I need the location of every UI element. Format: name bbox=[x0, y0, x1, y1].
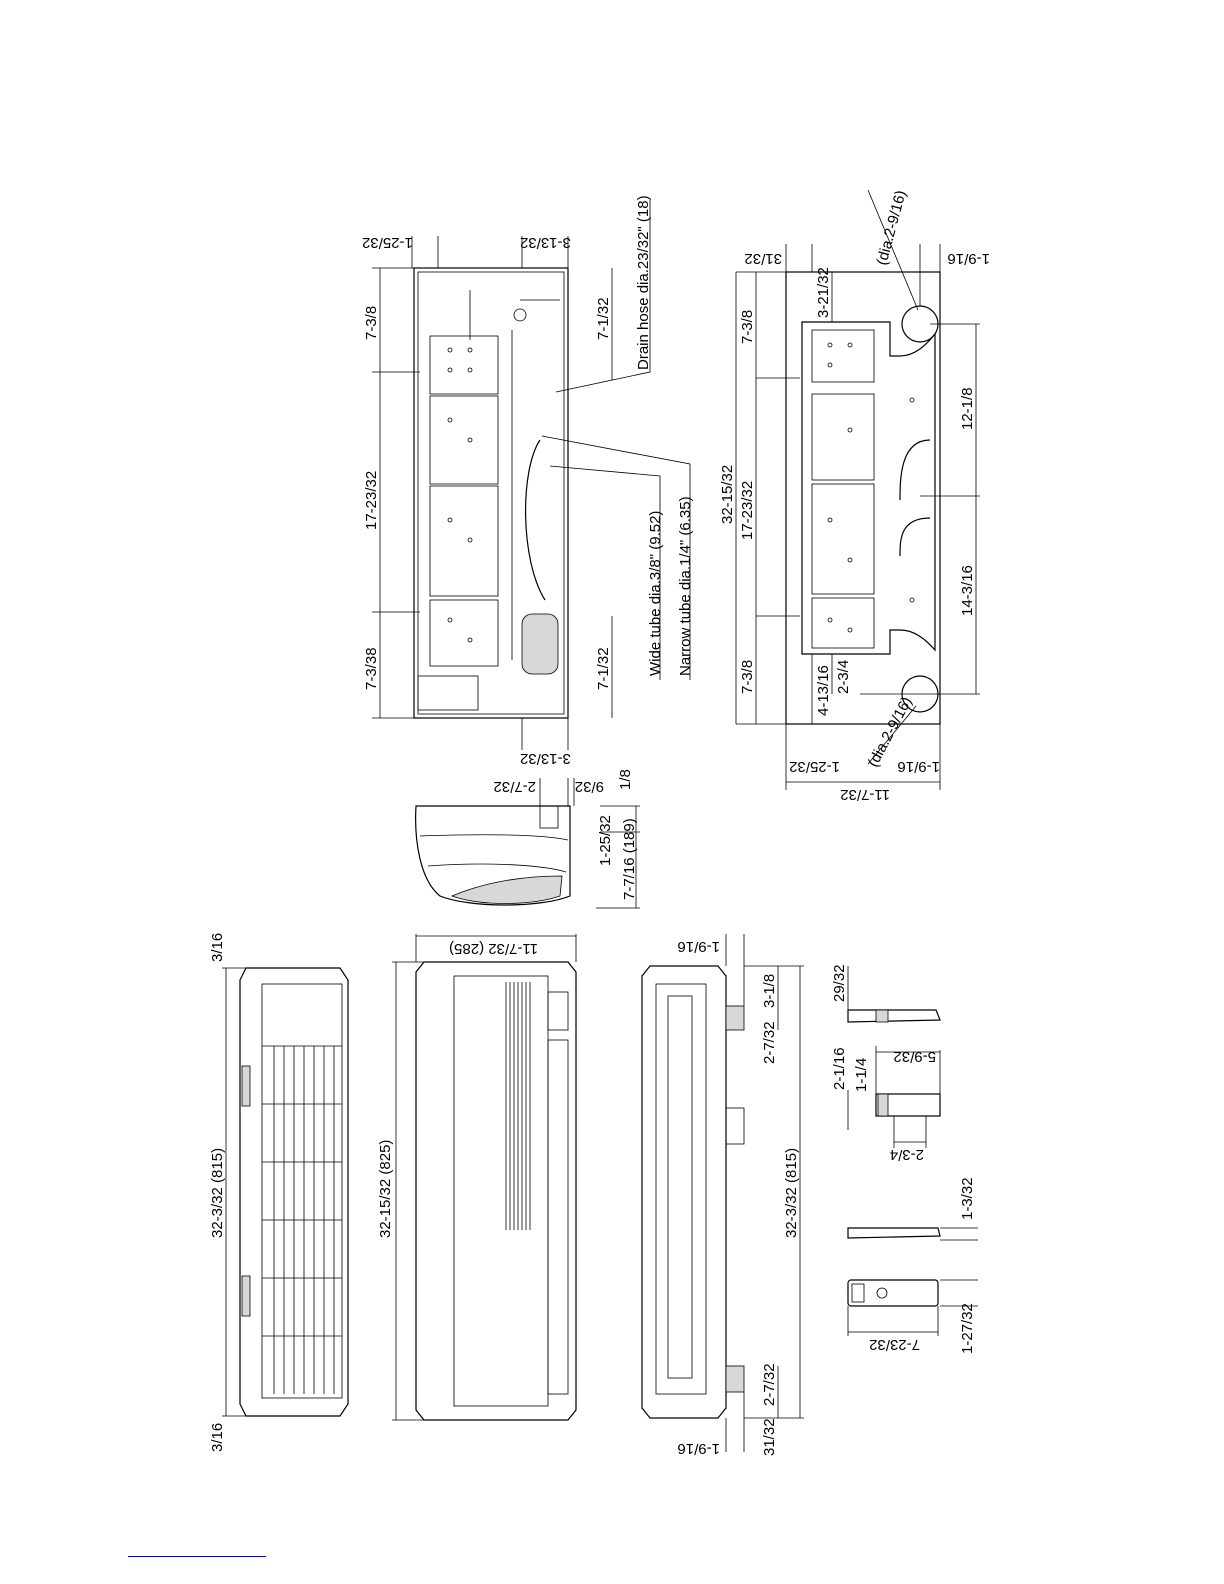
rear-front-dim-total: 32-3/32 (815) bbox=[783, 1148, 800, 1238]
grille-dim-top: 3/16 bbox=[209, 933, 226, 962]
remote-dim-1: 29/32 bbox=[831, 964, 848, 1002]
side-dim-3: 1/8 bbox=[617, 769, 634, 790]
rear-front-dim-a: 3-1/8 bbox=[761, 974, 778, 1008]
rear-front-dim-top: 1-9/16 bbox=[677, 938, 720, 955]
drain-hose-label: Drain hose dia.23/32" (18) bbox=[635, 195, 652, 370]
plate-dim-3: 3-21/32 bbox=[815, 267, 832, 318]
side-dim-5: 7-7/16 (189) bbox=[621, 818, 638, 900]
remote-dim-8: 7-23/32 bbox=[869, 1336, 920, 1353]
rear-dim-1: 1-25/32 bbox=[362, 234, 413, 251]
rear-dim-8: 3-13/32 bbox=[520, 750, 571, 767]
plate-dim-13: 1-9/16 bbox=[897, 758, 940, 775]
remote-dim-4: 5-9/32 bbox=[893, 1048, 936, 1065]
plate-dim-8: 14-3/16 bbox=[959, 565, 976, 616]
plate-dim-6: 32-15/32 bbox=[719, 465, 736, 524]
plate-dim-14: 11-7/32 bbox=[840, 786, 890, 803]
footer-rule bbox=[128, 1556, 266, 1557]
plate-dim-1: 1-9/16 bbox=[947, 250, 990, 267]
remote-dim-5: 2-3/4 bbox=[890, 1146, 924, 1163]
remote-dim-6: 1-3/32 bbox=[959, 1177, 976, 1220]
rear-dim-4: 17-23/32 bbox=[363, 471, 380, 530]
front-view-rear bbox=[641, 934, 804, 1452]
grille-dim-total: 32-3/32 (815) bbox=[209, 1148, 226, 1238]
plate-dim-5: 17-23/32 bbox=[739, 481, 756, 540]
front-view-main bbox=[392, 934, 577, 1421]
side-dim-2: 9/32 bbox=[575, 778, 604, 795]
front-view-grille bbox=[222, 967, 349, 1417]
rear-dim-7: 7-1/32 bbox=[595, 647, 612, 690]
side-view bbox=[415, 778, 640, 909]
rear-view bbox=[372, 200, 691, 750]
plate-dim-9: 7-3/8 bbox=[739, 660, 756, 694]
remote-dim-7: 1-27/32 bbox=[959, 1303, 976, 1354]
rear-front-dim-d: 31/32 bbox=[761, 1418, 778, 1456]
main-dim-total: 32-15/32 (825) bbox=[377, 1140, 394, 1238]
rear-dim-3: 7-3/8 bbox=[363, 306, 380, 340]
rear-front-dim-b: 2-7/32 bbox=[761, 1021, 778, 1064]
narrow-tube-label: Narrow tube dia.1/4" (6.35) bbox=[677, 496, 694, 676]
plate-dim-10: 4-13/16 bbox=[815, 665, 832, 716]
plate-dim-2: 31/32 bbox=[744, 250, 782, 267]
plate-dim-12: 1-25/32 bbox=[789, 758, 840, 775]
grille-dim-bottom: 3/16 bbox=[209, 1423, 226, 1452]
rear-dim-6: 7-1/32 bbox=[595, 297, 612, 340]
remote-views bbox=[847, 966, 978, 1336]
side-dim-4: 1-25/32 bbox=[597, 815, 614, 866]
wide-tube-label: Wide tube dia.3/8" (9.52) bbox=[647, 511, 664, 676]
main-dim-width: 11-7/32 (285) bbox=[449, 940, 538, 957]
rear-dim-2: 3-13/32 bbox=[520, 234, 571, 251]
remote-dim-3: 1-1/4 bbox=[853, 1058, 870, 1092]
side-dim-1: 2-7/32 bbox=[493, 778, 536, 795]
rear-front-dim-c: 2-7/32 bbox=[761, 1363, 778, 1406]
rear-front-dim-bottom: 1-9/16 bbox=[677, 1440, 720, 1457]
plate-dia-top: (dia.2-9/16) bbox=[873, 189, 909, 268]
mount-plate-view bbox=[735, 189, 980, 790]
plate-dim-11: 2-3/4 bbox=[835, 660, 852, 694]
rear-dim-5: 7-3/38 bbox=[363, 647, 380, 690]
plate-dim-7: 12-1/8 bbox=[959, 387, 976, 430]
plate-dim-4: 7-3/8 bbox=[739, 310, 756, 344]
remote-dim-2: 2-1/16 bbox=[831, 1047, 848, 1090]
